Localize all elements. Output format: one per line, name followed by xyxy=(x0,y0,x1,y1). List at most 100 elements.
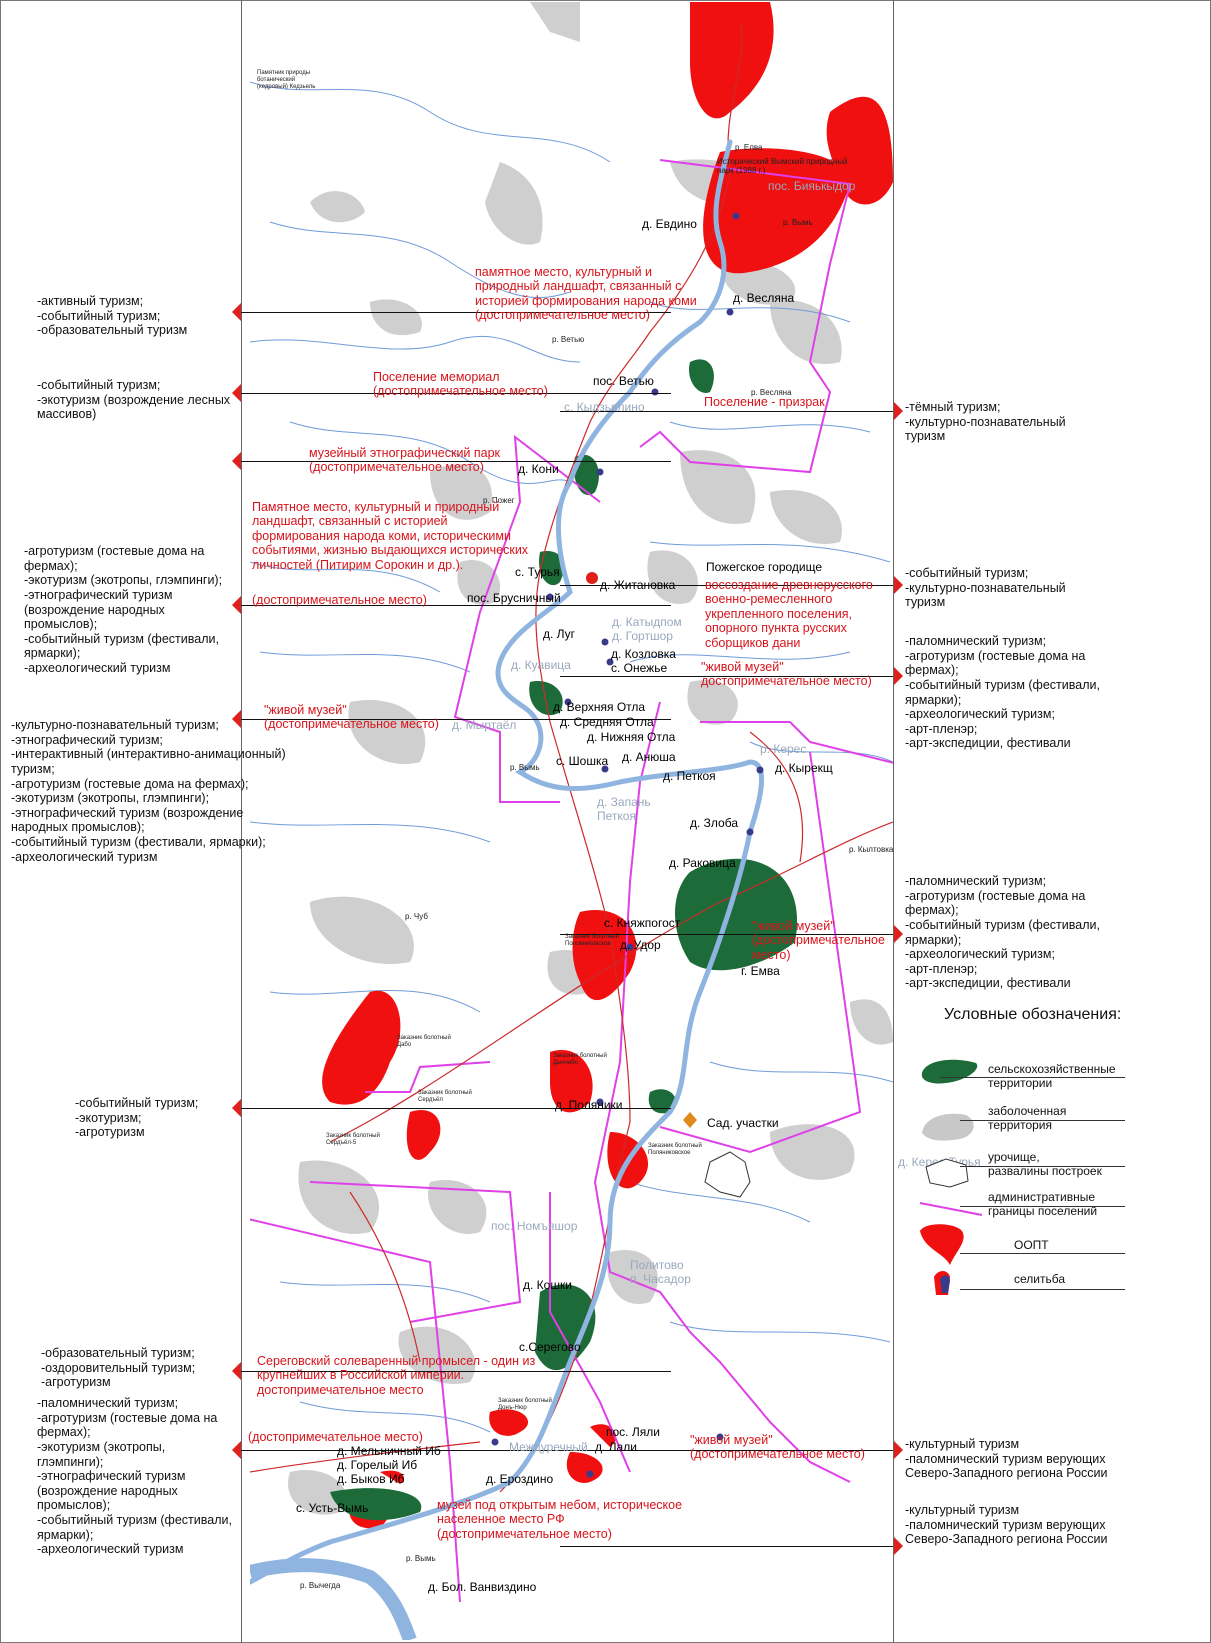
note-5: Памятное место, культурный и природный л… xyxy=(252,500,529,572)
road xyxy=(329,821,893,1143)
swamp-area xyxy=(687,680,738,725)
agri-area xyxy=(648,1089,677,1114)
leader-line xyxy=(560,934,893,935)
label-aniusha: д. Анюша xyxy=(622,750,676,764)
admin-boundary xyxy=(700,721,893,764)
note-11: Сереговский солеваренный промысел - один… xyxy=(257,1354,536,1397)
legend-swatch-agri xyxy=(921,1059,978,1084)
leader-line xyxy=(241,605,671,606)
admin-boundary xyxy=(593,701,851,1483)
left-label-1: -активный туризм; -событийный туризм; -о… xyxy=(37,294,188,338)
oopt-area xyxy=(406,1110,441,1160)
label-udor: д. Удор xyxy=(620,938,661,952)
label-zak-4: Заказник болотный Поляниковское xyxy=(648,1143,702,1157)
settlement-marker xyxy=(606,658,614,666)
swamp-area xyxy=(370,299,422,336)
label-vychegda: р. Вычегда xyxy=(300,1581,341,1590)
stream xyxy=(250,336,581,363)
label-vesliana: д. Весляна xyxy=(733,291,795,305)
legend-admin-line xyxy=(960,1206,1125,1207)
leader-line xyxy=(241,1450,671,1451)
label-vym-r3: р. Вымь xyxy=(406,1554,436,1563)
swamp-area xyxy=(457,560,501,605)
label-polyaniki: д. Поляники xyxy=(555,1098,623,1112)
label-vym-r2: р. Вымь xyxy=(510,763,540,772)
agri-area xyxy=(574,454,599,496)
swamp-area xyxy=(348,700,426,764)
left-label-4: -культурно-познавательный туризм; -этног… xyxy=(11,718,286,864)
map-canvas[interactable] xyxy=(250,2,893,1640)
swamp-area xyxy=(850,999,893,1045)
admin-boundary xyxy=(453,434,601,803)
legend-selitba-line xyxy=(960,1289,1125,1290)
label-zak-don: Заказник болотный Донъ-Нюр xyxy=(498,1398,552,1412)
settlement-marker xyxy=(546,593,554,601)
right-label-3: -паломнический туризм; -агротуризм (гост… xyxy=(905,634,1100,751)
label-koshki: д. Кошки xyxy=(523,1278,572,1292)
note-2: Поселение мемориал (достопримечательное … xyxy=(373,370,548,399)
legend-swamp-line xyxy=(960,1120,1125,1121)
label-melnib: д. Мельничный Иб xyxy=(337,1444,441,1458)
swamp-area xyxy=(530,2,580,42)
swamp-area xyxy=(647,550,698,604)
right-label-4: -паломнический туризм; -агротуризм (гост… xyxy=(905,874,1100,991)
swamp-area xyxy=(298,1160,380,1234)
left-label-2: -событийный туризм; -экотуризм (возрожде… xyxy=(37,378,231,422)
legend-oopt-line xyxy=(960,1253,1125,1254)
label-zapan: д. Запань Петкоя xyxy=(597,795,651,824)
label-nomyashor: пос. Номъяшор xyxy=(491,1219,578,1233)
label-zhitanovka: д. Житановка xyxy=(600,578,676,592)
settlement-marker xyxy=(564,698,572,706)
roads xyxy=(250,21,893,1493)
leader-line xyxy=(560,1546,893,1547)
note-6: (достопримечательное место) xyxy=(252,593,427,607)
note-9: "живой музей" (достопримечательное место… xyxy=(264,703,439,732)
settlement-marker xyxy=(596,1098,604,1106)
stream xyxy=(629,1181,811,1223)
leader-line xyxy=(560,676,893,677)
swamp-area xyxy=(770,300,842,364)
swamp-area xyxy=(770,490,842,544)
leader-line xyxy=(241,461,671,462)
map-markers xyxy=(491,212,764,1478)
settlement-marker xyxy=(716,1433,724,1441)
legend-swatch-oopt xyxy=(920,1224,964,1265)
label-gortshor: д. Гортшор xyxy=(612,629,673,643)
leader-line xyxy=(241,393,671,394)
settlement-marker xyxy=(726,308,734,316)
agri-area xyxy=(689,359,714,393)
label-verkhotla: д. Верхняя Отла xyxy=(553,700,646,714)
admin-boundary xyxy=(365,1061,491,1093)
agri-areas xyxy=(330,359,798,1521)
swamp-area xyxy=(310,896,414,964)
river-vym xyxy=(250,139,765,1640)
swamp-area xyxy=(680,450,756,524)
label-ustvym: с. Усть-Вымь xyxy=(296,1501,369,1515)
settlement-marker xyxy=(732,212,740,220)
label-mezhdurechny: Междуречный xyxy=(509,1440,588,1454)
swamp-area xyxy=(310,191,365,223)
edge-marker xyxy=(232,303,241,321)
edge-marker xyxy=(232,384,241,402)
oopt-area xyxy=(550,1050,593,1113)
label-seregovo: с.Серегово xyxy=(519,1340,581,1354)
note-13: "живой музей" (достопримечательное место… xyxy=(690,1433,865,1462)
leader-line xyxy=(241,312,671,313)
oopt-area xyxy=(489,1409,529,1436)
left-label-3: -агротуризм (гостевые дома на фермах); -… xyxy=(24,544,223,675)
admin-boundary xyxy=(250,1218,461,1603)
legend-title: Условные обозначения: xyxy=(944,1006,1122,1023)
label-srotla: д. Средняя Отла xyxy=(560,715,654,729)
right-label-2: -событийный туризм; -культурно-познавате… xyxy=(905,566,1066,610)
swamp-areas xyxy=(288,2,893,1515)
left-label-5: -событийный туризм; -экотуризм; -агротур… xyxy=(75,1096,199,1140)
legend-swatch-ruins xyxy=(925,1158,969,1188)
settlement-marker xyxy=(626,943,634,951)
oopt-area xyxy=(590,1424,617,1447)
swamp-area xyxy=(288,1470,347,1515)
label-kedr: Памятник природы ботанический (кедровый)… xyxy=(257,70,316,91)
label-zak-dabo: Заказник болотный Дабо xyxy=(397,1035,451,1049)
stream xyxy=(279,1281,491,1303)
label-park: Исторический Вымский природный парк (198… xyxy=(717,157,848,176)
stream xyxy=(669,421,871,433)
